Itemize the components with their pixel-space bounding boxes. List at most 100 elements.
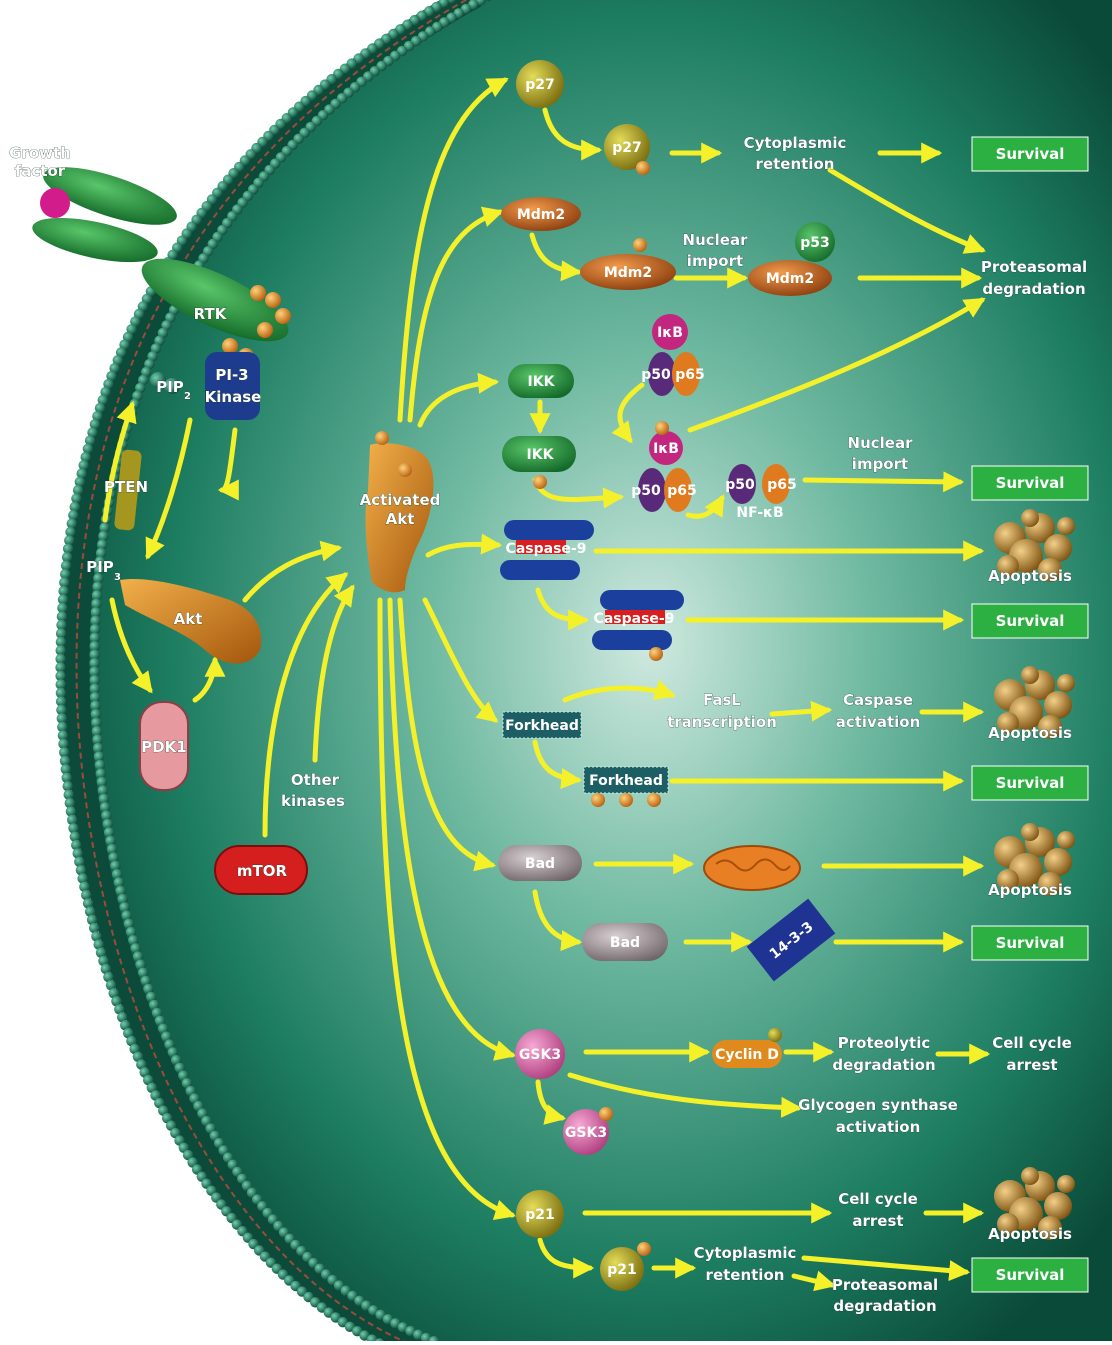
apoptosis-blob [1057,674,1075,692]
forkhead-phos-label: Forkhead [589,773,663,789]
cytoplasmic-retention-2-line1: Cytoplasmic [694,1244,797,1262]
ikb-phos-label: IκB [653,441,679,457]
survival-box-4: Survival [972,766,1088,800]
nuclear-import-1-line2: import [687,252,743,270]
p21-phos-label: p21 [607,1262,637,1278]
forkhead-node: Forkhead [503,712,581,738]
proteasomal-degradation-2-line2: degradation [833,1297,936,1315]
ikk-phos-label: IKK [527,447,555,463]
cyclin-d-label: Cyclin D [715,1047,779,1063]
cytoplasmic-retention-2-line2: retention [706,1266,785,1284]
phosphate-dot [636,161,650,175]
ikk-label: IKK [528,374,556,390]
apoptosis-blob [1021,823,1039,841]
apoptosis-blob [1021,509,1039,527]
cytoplasmic-retention-1-line2: retention [756,155,835,173]
proteasomal-degradation-1-line1: Proteasomal [981,258,1087,276]
apoptosis-3-label: Apoptosis [988,881,1072,899]
pi3-kinase-label-2: Kinase [205,388,262,406]
pten-label: PTEN [104,478,148,496]
gsk3-label: GSK3 [519,1047,561,1063]
mitochondrion [704,846,800,890]
p27-phos-label: p27 [612,140,642,156]
p65-b-label: p65 [667,483,697,499]
survival-5-label: Survival [996,934,1065,952]
mdm2-complex-label: Mdm2 [766,271,814,287]
apoptosis-blob [1021,666,1039,684]
apoptosis-1-label: Apoptosis [988,567,1072,585]
cell-cycle-arrest-2-line1: Cell cycle [838,1190,918,1208]
growth-factor-label-2: factor [15,162,66,180]
phosphate-dot [655,421,669,435]
ikb-label: IκB [657,325,683,341]
glycogen-synthase-line1: Glycogen synthase [798,1096,958,1114]
apoptosis-blob [1044,848,1072,876]
phosphate-dot [533,475,547,489]
gsk3-phos-label: GSK3 [565,1125,607,1141]
mdm2-label: Mdm2 [517,207,565,223]
p65-label: p65 [675,367,705,383]
pi3-kinase-label-1: PI-3 [215,366,248,384]
p50-c-label: p50 [725,477,755,493]
glycogen-synthase-line2: activation [836,1118,921,1136]
apoptosis-blob [1057,831,1075,849]
pip3-subscript: 3 [114,572,121,583]
growth-factor-label-1: Growth [9,144,71,162]
p21-label: p21 [525,1207,555,1223]
cell-cycle-arrest-1-line2: arrest [1006,1056,1057,1074]
cytoplasmic-retention-1-line1: Cytoplasmic [744,134,847,152]
pi3-kinase: PI-3 Kinase [205,352,262,420]
phosphate-dot [398,463,412,477]
p65-c-label: p65 [767,477,797,493]
forkhead-label: Forkhead [505,718,579,734]
pdk1-label: PDK1 [141,738,187,756]
pdk1: PDK1 [140,702,188,790]
phosphate-dot [768,1028,782,1042]
rtk-label: RTK [194,305,228,323]
caspase9-phos-label: Caspase-9 [594,611,675,627]
survival-box-2: Survival [972,466,1088,500]
akt-label: Akt [174,610,203,628]
phosphate-dot [649,647,663,661]
pip2-label: PIP [156,378,184,396]
phosphate-dot [275,308,291,324]
pip2-subscript: 2 [184,391,191,402]
nuclear-import-2-line1: Nuclear [848,434,914,452]
p53-label: p53 [800,235,830,251]
survival-box-6: Survival [972,1258,1088,1292]
survival-box-5: Survival [972,926,1088,960]
survival-3-label: Survival [996,612,1065,630]
phosphate-dot [637,1242,651,1256]
caspase9-node: Caspase-9 [500,520,594,580]
other-kinases-label-1: Other [291,771,340,789]
p50-label: p50 [641,367,671,383]
fasl-transcription-line2: transcription [667,713,777,731]
cell-cycle-arrest-1-line1: Cell cycle [992,1034,1072,1052]
pip3-label: PIP [86,558,114,576]
p21-node: p21 [516,1190,564,1238]
mdm2-phos-label: Mdm2 [604,265,652,281]
phosphate-dot [619,793,633,807]
caspase9-label: Caspase-9 [506,541,587,557]
bad-phosphorylated: Bad [582,923,668,961]
activated-akt-label-1: Activated [360,491,441,509]
mdm2-node: Mdm2 [501,197,581,231]
arrow-nfkb-survival2 [805,480,960,482]
phosphate-dot [375,431,389,445]
nuclear-import-1-line1: Nuclear [683,231,749,249]
bad-node: Bad [498,845,582,881]
apoptosis-2-label: Apoptosis [988,724,1072,742]
cell-cycle-arrest-2-line2: arrest [852,1212,903,1230]
phosphate-dot [222,338,238,354]
survival-box-1: Survival [972,137,1088,171]
growth-factor-ligand [40,188,70,218]
bad-phos-label: Bad [610,935,640,951]
survival-box-3: Survival [972,604,1088,638]
p27-node: p27 [516,60,564,108]
phosphate-dot [591,793,605,807]
ikk-node: IKK [508,364,574,398]
phosphate-dot [250,285,266,301]
caspase-activation-line1: Caspase [843,691,913,709]
